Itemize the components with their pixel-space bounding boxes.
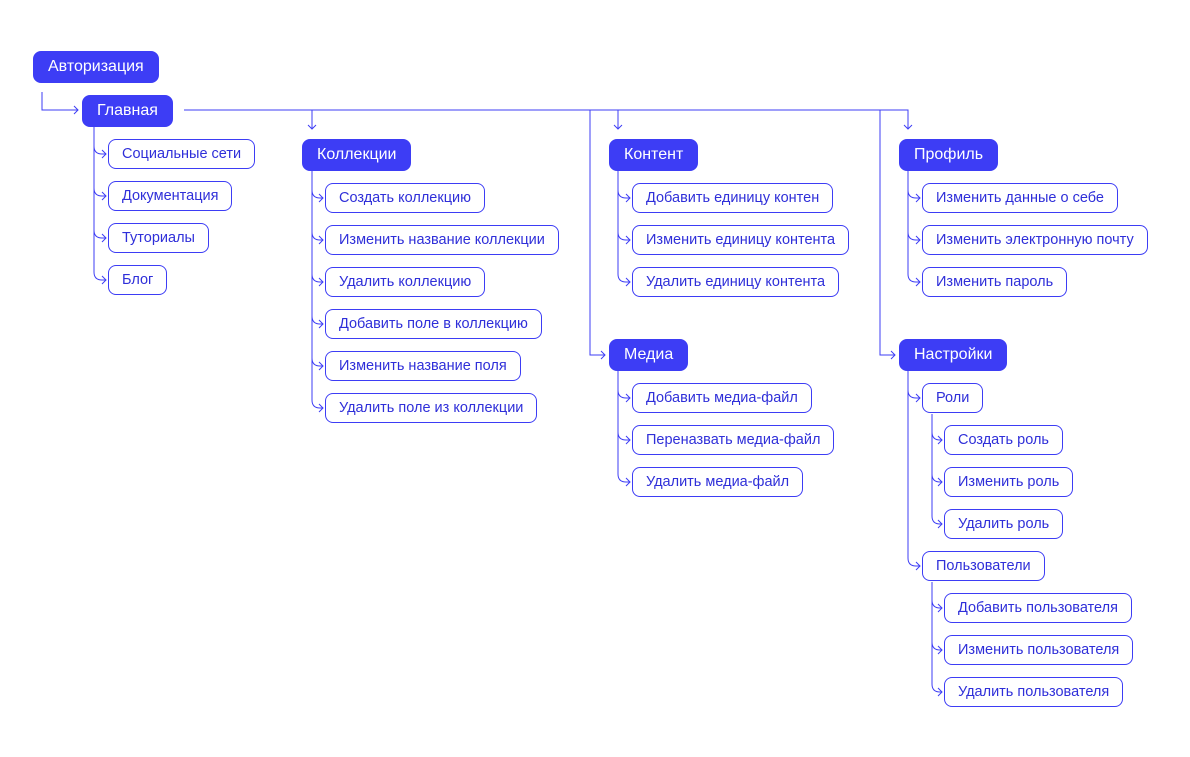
node-edit-password[interactable]: Изменить пароль	[922, 267, 1068, 297]
node-blog[interactable]: Блог	[108, 265, 168, 295]
node-edit-content[interactable]: Изменить единицу контента	[632, 225, 850, 255]
node-rename-field[interactable]: Изменить название поля	[325, 351, 521, 381]
node-add-user[interactable]: Добавить пользователя	[944, 593, 1132, 623]
node-content[interactable]: Контент	[609, 139, 699, 171]
node-add-content[interactable]: Добавить единицу контен	[632, 183, 834, 213]
node-edit-user[interactable]: Изменить пользователя	[944, 635, 1134, 665]
node-delete-collection[interactable]: Удалить коллекцию	[325, 267, 486, 297]
node-collections[interactable]: Коллекции	[302, 139, 412, 171]
node-delete-content[interactable]: Удалить единицу контента	[632, 267, 840, 297]
node-edit-profile-info[interactable]: Изменить данные о себе	[922, 183, 1118, 213]
node-add-media[interactable]: Добавить медиа-файл	[632, 383, 812, 413]
node-rename-media[interactable]: Переназвать медиа-файл	[632, 425, 835, 455]
node-delete-field[interactable]: Удалить поле из коллекции	[325, 393, 538, 423]
node-add-field[interactable]: Добавить поле в коллекцию	[325, 309, 542, 339]
node-auth[interactable]: Авторизация	[33, 51, 159, 83]
node-rename-collection[interactable]: Изменить название коллекции	[325, 225, 559, 255]
node-social-networks[interactable]: Социальные сети	[108, 139, 256, 169]
node-documentation[interactable]: Документация	[108, 181, 233, 211]
node-delete-media[interactable]: Удалить медиа-файл	[632, 467, 804, 497]
node-edit-email[interactable]: Изменить электронную почту	[922, 225, 1148, 255]
node-settings[interactable]: Настройки	[899, 339, 1008, 371]
node-tutorials[interactable]: Туториалы	[108, 223, 209, 253]
node-delete-user[interactable]: Удалить пользователя	[944, 677, 1124, 707]
node-roles[interactable]: Роли	[922, 383, 984, 413]
node-media[interactable]: Медиа	[609, 339, 689, 371]
node-create-collection[interactable]: Создать коллекцию	[325, 183, 485, 213]
node-create-role[interactable]: Создать роль	[944, 425, 1063, 455]
node-profile[interactable]: Профиль	[899, 139, 999, 171]
node-delete-role[interactable]: Удалить роль	[944, 509, 1064, 539]
node-users[interactable]: Пользователи	[922, 551, 1045, 581]
node-home[interactable]: Главная	[82, 95, 173, 127]
node-edit-role[interactable]: Изменить роль	[944, 467, 1074, 497]
